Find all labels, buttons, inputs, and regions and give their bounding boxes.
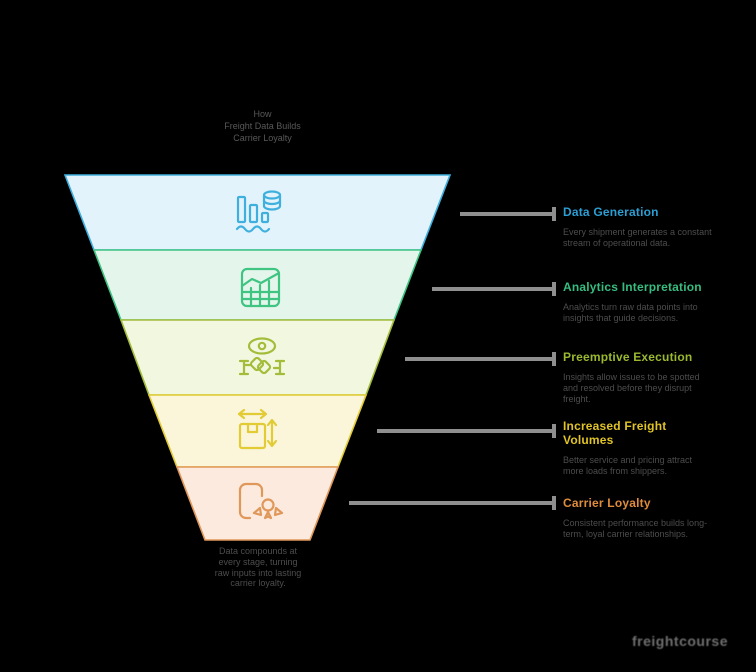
title-line: Carrier Loyalty [233,133,292,144]
title-line: How [253,109,272,119]
stage-description: Analytics turn raw data points into insi… [563,301,698,324]
stage-label-1: Data Generation Every shipment generates… [563,205,733,249]
stage-heading: Increased Freight Volumes [563,419,667,447]
stage-description: Consistent performance builds long-term,… [563,517,708,540]
package-dimensions-icon [237,408,278,450]
stage-heading: Data Generation [563,205,659,219]
bar-chart-database-icon [235,190,282,233]
watermark: freightcourse [632,633,728,649]
funnel-stage-2 [92,249,423,321]
chart-title: How Freight Data Builds Carrier Loyalty [190,108,335,144]
stage-label-4: Increased Freight Volumes Better service… [563,419,733,477]
stage-heading: Analytics Interpretation [563,280,702,294]
connector-lines [349,207,556,510]
handshake-visibility-icon [238,337,286,376]
title-line: Freight Data Builds [224,121,301,132]
stage-description: Insights allow issues to be spotted and … [563,371,700,405]
stage-heading: Preemptive Execution [563,350,693,364]
funnel-caption: Data compounds at every stage, turning r… [214,546,302,589]
funnel-stage-5 [175,466,340,541]
stage-label-3: Preemptive Execution Insights allow issu… [563,350,733,406]
stage-heading: Carrier Loyalty [563,496,651,510]
stage-label-5: Carrier Loyalty Consistent performance b… [563,496,733,540]
spreadsheet-chart-icon [240,267,281,308]
stage-description: Every shipment generates a constant stre… [563,226,712,249]
stage-description: Better service and pricing attract more … [563,454,693,476]
stage-label-2: Analytics Interpretation Analytics turn … [563,280,733,324]
phone-award-badge-icon [238,482,284,520]
